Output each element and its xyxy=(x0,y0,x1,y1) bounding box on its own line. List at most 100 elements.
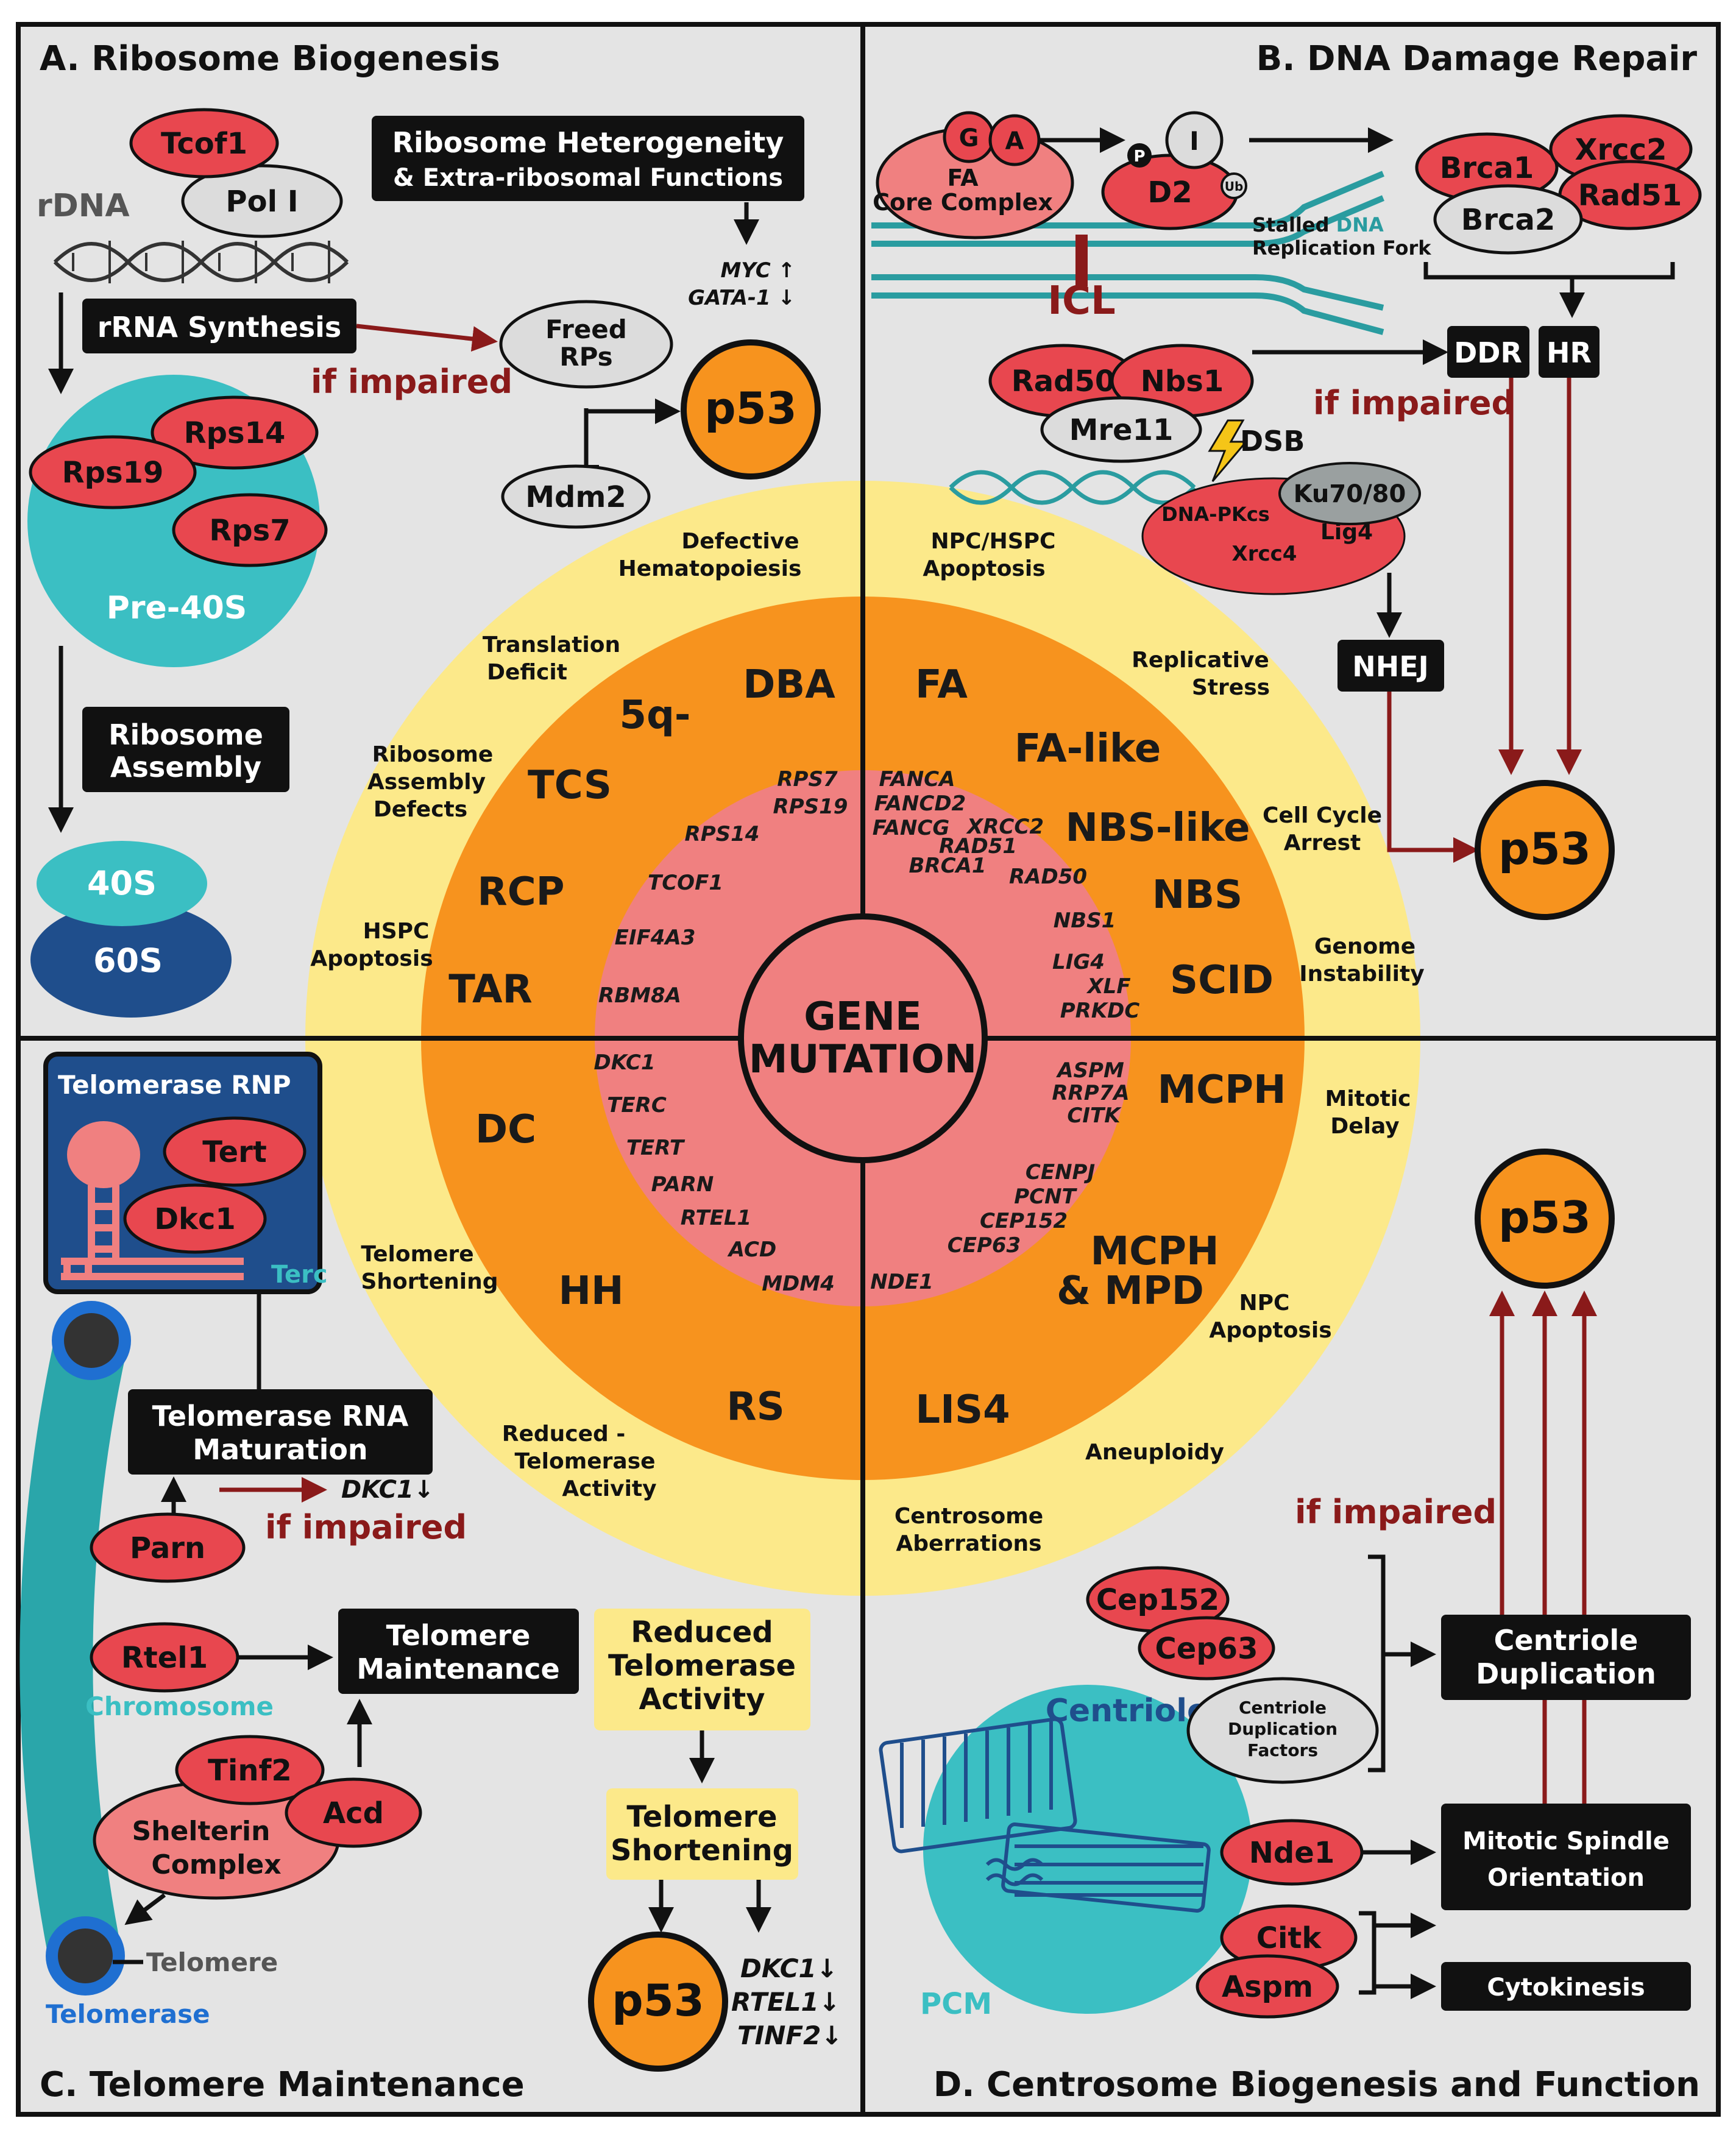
disease-tar: TAR xyxy=(448,967,533,1012)
pcm-blob xyxy=(923,1685,1252,2014)
i-protein xyxy=(1165,111,1224,169)
telomere-label: Telomere xyxy=(146,1947,278,1977)
shortening-line1: Telomere xyxy=(626,1800,777,1834)
label-hspc: Apoptosis xyxy=(310,946,433,971)
reduced-line1: Reduced xyxy=(631,1615,773,1649)
assembly-line2: Assembly xyxy=(110,751,261,784)
gene-brca1: BRCA1 xyxy=(909,854,986,878)
brca2-protein xyxy=(1433,184,1583,255)
label-replicative: Replicative xyxy=(1132,648,1269,673)
disease-mcph-mpd: & MPD xyxy=(1057,1269,1204,1314)
centriole-dup-line1: Centriole xyxy=(1494,1624,1639,1657)
nhej-box xyxy=(1337,640,1444,692)
gene-mutation-line1: GENE xyxy=(804,994,922,1039)
disease-mcph-mpd: MCPH xyxy=(1090,1229,1219,1274)
cep152-label: Cep152 xyxy=(1096,1583,1219,1617)
disease-scid: SCID xyxy=(1170,958,1274,1003)
rrna-box xyxy=(82,299,356,353)
gene-xrcc2: XRCC2 xyxy=(966,815,1044,839)
dsb-helix-icon xyxy=(949,470,1196,505)
pre40s-label: Pre-40S xyxy=(107,590,247,626)
p53-b-label: p53 xyxy=(1498,823,1591,874)
label-aneuploidy: Aneuploidy xyxy=(1085,1440,1224,1465)
hetero-line2: & Extra-ribosomal Functions xyxy=(393,164,783,192)
hr-label: HR xyxy=(1546,336,1592,369)
label-cell-cycle: Arrest xyxy=(1284,830,1361,855)
panel-b-title: B. DNA Damage Repair xyxy=(1256,39,1698,79)
yellow-ring-labels: Defective Hematopoiesis Translation Defi… xyxy=(310,529,1424,1556)
label-reduced-activity: Reduced - xyxy=(502,1422,626,1447)
label-translation: Deficit xyxy=(487,660,567,685)
stalled-dna-text: DNA xyxy=(1336,213,1384,236)
disease-fa-like: FA-like xyxy=(1015,726,1161,771)
panel-b: ICL G A FA Core Complex D2 I P Ub Stalle… xyxy=(871,111,1702,920)
hetero-line1: Ribosome Heterogeneity xyxy=(392,126,784,159)
if-impaired-c: if impaired xyxy=(265,1508,467,1546)
telomerase-label: Telomerase xyxy=(46,1999,210,2029)
rad51-label: Rad51 xyxy=(1578,179,1682,213)
terc-loop xyxy=(67,1121,140,1188)
cdf-line2: Duplication xyxy=(1228,1719,1337,1739)
gene-fanca: FANCA xyxy=(879,767,955,792)
rdna-label: rDNA xyxy=(37,188,130,224)
reduced-line3: Activity xyxy=(639,1682,765,1716)
cytokinesis-label: Cytokinesis xyxy=(1487,1974,1645,2002)
s60-label: 60S xyxy=(93,941,163,980)
label-ribosome-assembly: Assembly xyxy=(367,770,486,795)
icl-label: ICL xyxy=(1047,278,1116,324)
gene-down-3: TINF2↓ xyxy=(737,2020,843,2050)
stalled-fork-line2: Replication Fork xyxy=(1252,236,1431,260)
gata-label: GATA-1 ↓ xyxy=(688,286,795,310)
icl-crosslink xyxy=(1075,235,1088,286)
label-defective: Defective xyxy=(681,529,799,554)
terc-label: Terc xyxy=(271,1261,328,1289)
gene-rps14: RPS14 xyxy=(685,822,760,846)
mre11-label: Mre11 xyxy=(1069,413,1174,447)
label-npc-apoptosis: Apoptosis xyxy=(1209,1318,1331,1343)
cep63-protein xyxy=(1138,1616,1275,1680)
rdna-helix-icon xyxy=(53,241,349,283)
maturation-box xyxy=(128,1389,433,1475)
gene-fancd2: FANCD2 xyxy=(874,792,966,816)
label-npc: NPC/HSPC xyxy=(931,529,1056,554)
myc-label: MYC ↑ xyxy=(720,258,795,283)
label-genome: Instability xyxy=(1299,962,1424,986)
label-translation: Translation xyxy=(483,632,620,657)
gene-aspm: ASPM xyxy=(1055,1058,1124,1083)
rnp-label: Telomerase RNP xyxy=(58,1070,291,1100)
gene-rps19: RPS19 xyxy=(773,795,848,819)
p53-c xyxy=(588,1932,728,2072)
arrow-nhej-p53 xyxy=(1387,692,1479,863)
gene-mdm4: MDM4 xyxy=(762,1272,835,1296)
telomere-bottom xyxy=(58,1928,113,1983)
central-target: GENE MUTATION xyxy=(305,481,1420,1596)
gene-down-1: DKC1↓ xyxy=(740,1953,838,1983)
disease-rs: RS xyxy=(726,1384,784,1429)
panel-c: Telomerase RNP Tert Dkc1 Terc Telomerase… xyxy=(19,1052,843,2072)
maturation-line2: Maturation xyxy=(193,1433,367,1466)
brca1-label: Brca1 xyxy=(1440,151,1534,185)
dnapk-label: DNA-PKcs xyxy=(1161,503,1270,526)
label-telomere-shortening: Telomere xyxy=(361,1242,473,1267)
disease-labels: DBA 5q- TCS RCP TAR FA FA-like NBS-like … xyxy=(448,662,1286,1433)
shelterin-line1: Shelterin xyxy=(132,1816,271,1847)
disease-nbs-like: NBS-like xyxy=(1065,806,1250,851)
pol1-protein xyxy=(181,164,343,238)
gene-xlf: XLF xyxy=(1086,974,1130,999)
ddr-box xyxy=(1447,326,1529,378)
hr-box xyxy=(1539,326,1600,378)
rps7-label: Rps7 xyxy=(209,514,290,548)
tinf2-label: Tinf2 xyxy=(208,1754,292,1788)
label-reduced-activity: Activity xyxy=(562,1476,656,1501)
disease-mcph: MCPH xyxy=(1157,1068,1286,1113)
reduced-line2: Telomerase xyxy=(608,1649,796,1683)
a-label: A xyxy=(1005,127,1024,155)
gene-nde1: NDE1 xyxy=(870,1270,934,1294)
acd-label: Acd xyxy=(323,1796,384,1830)
arrow-if-impaired-a xyxy=(356,324,498,352)
tert-label: Tert xyxy=(202,1135,267,1169)
if-impaired-b: if impaired xyxy=(1313,384,1515,422)
gene-rad50: RAD50 xyxy=(1009,865,1087,889)
rps19-label: Rps19 xyxy=(62,456,164,490)
gene-rps7: RPS7 xyxy=(777,767,838,792)
